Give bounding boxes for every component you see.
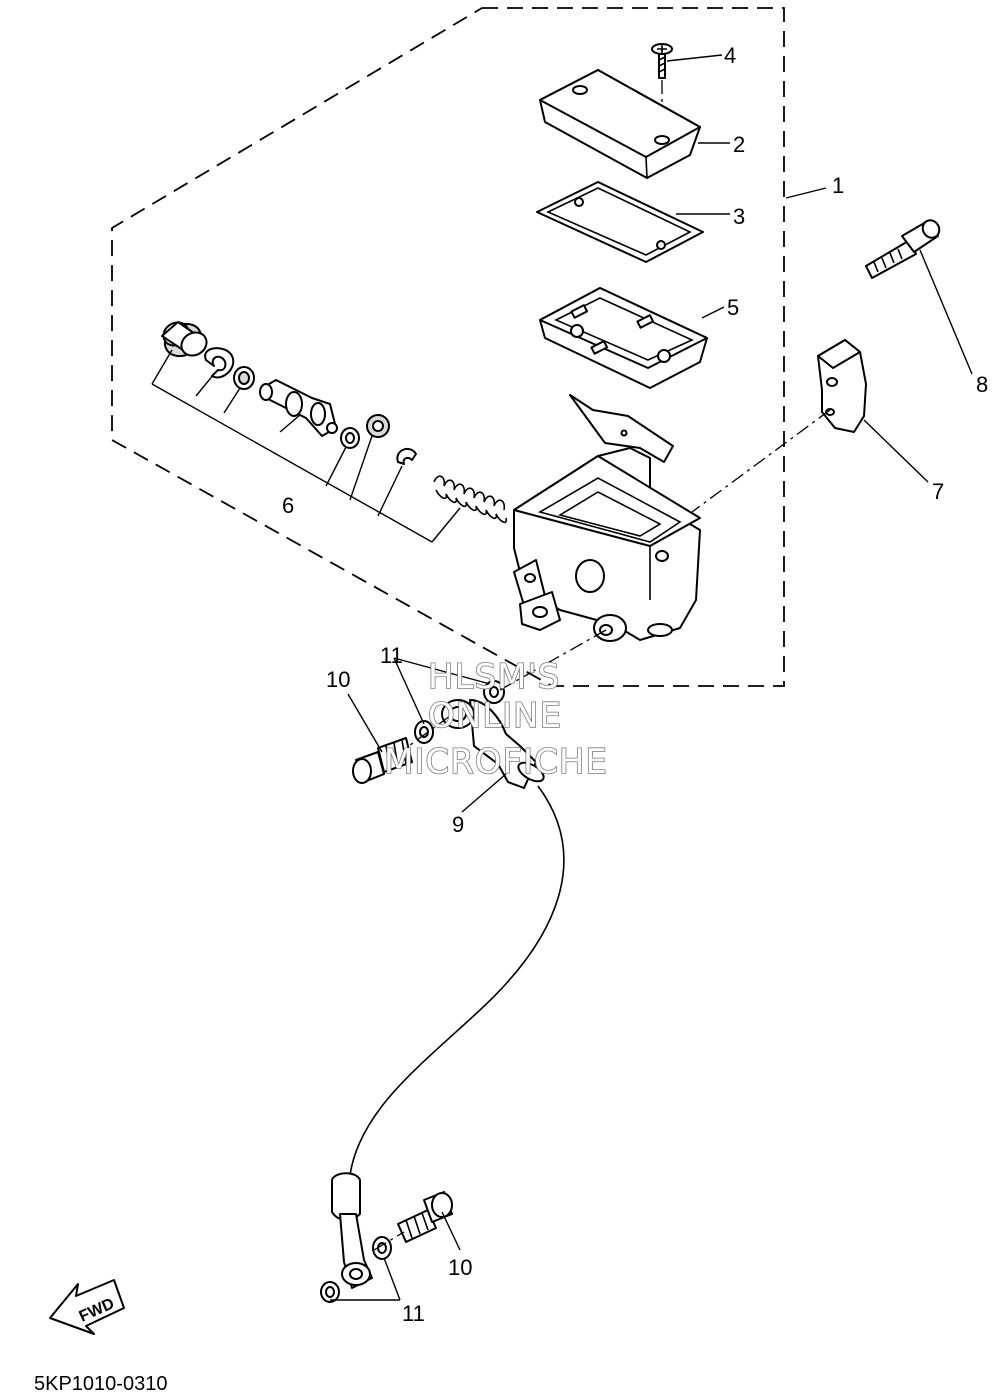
callout-3: 3 (733, 204, 745, 229)
callout-10-lower: 10 (448, 1255, 472, 1280)
part-6-cylinder-kit (161, 321, 508, 524)
callout-4: 4 (724, 43, 736, 68)
part-7-holder (817, 339, 867, 433)
assembly-boundary (111, 7, 785, 687)
part-10-union-bolt-lower (397, 1191, 453, 1243)
part-1-master-cylinder-body (513, 447, 701, 642)
callout-8: 8 (976, 372, 988, 397)
watermark: HLSM'S ONLINE MICROFICHE (383, 656, 608, 783)
part-11-washers-lower (320, 1236, 392, 1303)
callout-11-lower: 11 (402, 1301, 425, 1326)
callout-10-upper: 10 (326, 667, 350, 692)
callout-6: 6 (282, 493, 294, 518)
callout-9: 9 (452, 812, 464, 837)
callout-7: 7 (932, 479, 944, 504)
watermark-line-2: ONLINE (428, 696, 562, 736)
part-5-diaphragm (539, 287, 708, 389)
part-3-diaphragm-plate (536, 181, 704, 263)
callout-leaders (330, 54, 973, 1301)
part-4-screw (651, 43, 673, 79)
part-6-leaders (151, 349, 461, 543)
float-plate (569, 394, 674, 463)
part-8-bolt (865, 219, 941, 279)
callout-5: 5 (727, 295, 739, 320)
watermark-line-3: MICROFICHE (384, 742, 608, 782)
watermark-line-1: HLSM'S (428, 657, 560, 697)
callout-1: 1 (832, 173, 844, 198)
part-10-union-bolt-upper (352, 737, 413, 784)
fwd-arrow: FWD (49, 1279, 125, 1335)
diagram-code: 5KP1010-0310 (34, 1373, 167, 1395)
part-2-reservoir-cover (539, 69, 701, 179)
callout-2: 2 (733, 132, 745, 157)
callout-11-upper: 11 (380, 643, 403, 668)
part-9-brake-hose (331, 699, 565, 1289)
